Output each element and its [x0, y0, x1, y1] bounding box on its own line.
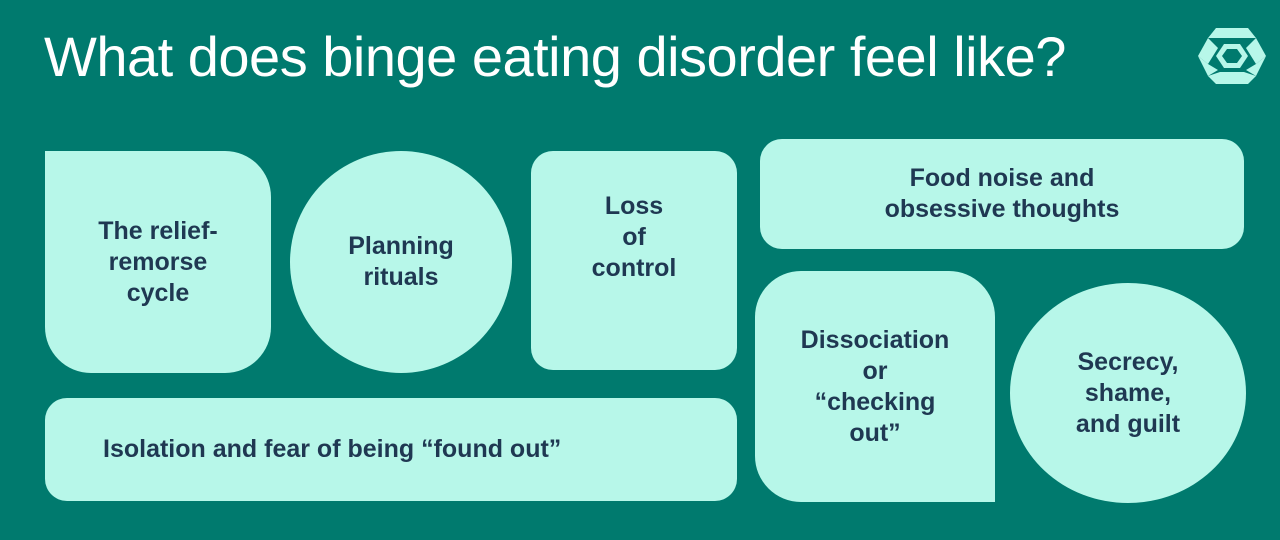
card-planning-rituals: Planning rituals — [290, 151, 512, 373]
page-title: What does binge eating disorder feel lik… — [44, 25, 1066, 88]
card-label: Isolation and fear of being “found out” — [103, 435, 562, 463]
card-label: Planning rituals — [348, 232, 454, 291]
card-food-noise: Food noise and obsessive thoughts — [760, 139, 1244, 249]
card-relief-remorse-cycle: The relief- remorse cycle — [45, 151, 271, 373]
card-label: Secrecy, shame, and guilt — [1075, 347, 1181, 438]
card-label: The relief- remorse cycle — [98, 216, 218, 307]
card-loss-of-control: Loss of control — [531, 151, 737, 370]
card-isolation: Isolation and fear of being “found out” — [45, 398, 737, 501]
card-label: Dissociation or “checking out” — [800, 325, 950, 447]
card-label: Food noise and obsessive thoughts — [884, 164, 1120, 223]
card-label: Loss of control — [591, 192, 677, 282]
card-dissociation: Dissociation or “checking out” — [755, 271, 995, 502]
hexagon-shield-logo-icon — [1198, 28, 1266, 84]
card-secrecy-shame-guilt: Secrecy, shame, and guilt — [1010, 283, 1246, 503]
